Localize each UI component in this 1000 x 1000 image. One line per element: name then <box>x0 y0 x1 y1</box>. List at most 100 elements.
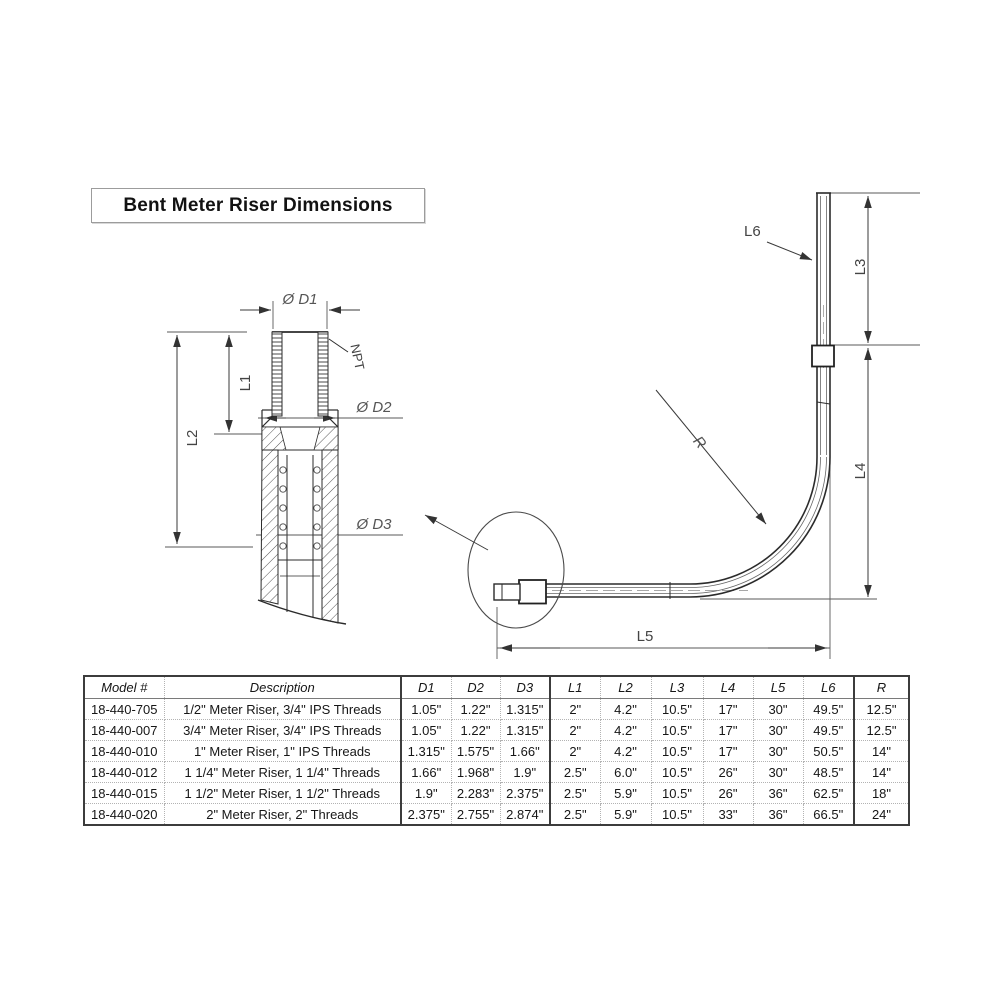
cell-l1: 2" <box>550 740 601 762</box>
dim-label-r: R <box>689 433 709 452</box>
cell-l3: 10.5" <box>651 719 704 741</box>
cell-model: 18-440-020 <box>84 803 165 825</box>
cell-l2: 5.9" <box>600 803 652 825</box>
cell-l1: 2" <box>550 698 601 720</box>
cell-d2: 2.755" <box>451 803 501 825</box>
column-header-l3: L3 <box>651 676 704 699</box>
cell-l4: 26" <box>703 761 754 783</box>
column-header-l5: L5 <box>753 676 804 699</box>
cell-l6: 50.5" <box>803 740 855 762</box>
cell-l4: 17" <box>703 740 754 762</box>
cell-description: 2" Meter Riser, 2" Threads <box>164 803 402 825</box>
cell-l5: 30" <box>753 719 804 741</box>
dim-label-l6: L6 <box>744 223 761 240</box>
cell-r: 18" <box>854 782 909 804</box>
cell-r: 14" <box>854 761 909 783</box>
cell-d3: 2.375" <box>500 782 551 804</box>
detail-extension-lines <box>165 301 403 548</box>
column-header-d2: D2 <box>451 676 501 699</box>
cell-l6: 49.5" <box>803 698 855 720</box>
cell-description: 1 1/2" Meter Riser, 1 1/2" Threads <box>164 782 402 804</box>
spec-table-container: Model # Description D1 D2 D3 L1 L2 L3 L4… <box>83 675 910 826</box>
cell-d3: 1.315" <box>500 719 551 741</box>
column-header-l6: L6 <box>803 676 855 699</box>
cell-l2: 4.2" <box>600 698 652 720</box>
cell-l6: 48.5" <box>803 761 855 783</box>
table-row: 18-440-007 3/4" Meter Riser, 3/4" IPS Th… <box>84 719 909 741</box>
cell-l3: 10.5" <box>651 698 704 720</box>
cell-description: 1" Meter Riser, 1" IPS Threads <box>164 740 402 762</box>
column-header-l1: L1 <box>550 676 601 699</box>
page-title: Bent Meter Riser Dimensions <box>123 194 393 216</box>
cell-d2: 1.22" <box>451 698 501 720</box>
cell-l5: 30" <box>753 698 804 720</box>
cell-d2: 2.283" <box>451 782 501 804</box>
cell-l6: 49.5" <box>803 719 855 741</box>
cell-model: 18-440-007 <box>84 719 165 741</box>
cell-d1: 1.05" <box>401 719 452 741</box>
table-row: 18-440-705 1/2" Meter Riser, 3/4" IPS Th… <box>84 698 909 720</box>
column-header-description: Description <box>164 676 402 699</box>
cell-r: 24" <box>871 806 892 822</box>
cell-d3: 1.9" <box>500 761 551 783</box>
cell-d2: 1.575" <box>451 740 501 762</box>
cell-description: 3/4" Meter Riser, 3/4" IPS Threads <box>164 719 402 741</box>
cell-d2: 1.22" <box>451 719 501 741</box>
header-row: Model # Description D1 D2 D3 L1 L2 L3 L4… <box>84 676 909 699</box>
cell-d3: 1.66" <box>500 740 551 762</box>
cell-r: 14" <box>854 740 909 762</box>
detail-pipe-outline <box>257 331 349 625</box>
cell-l3: 10.5" <box>651 761 704 783</box>
riser-dimension-arrows <box>424 196 872 652</box>
cell-l1: 2.5" <box>550 803 601 825</box>
cell-d1: 1.05" <box>401 698 452 720</box>
dim-label-npt: NPT <box>347 343 367 372</box>
cell-l6: 66.5" <box>803 803 855 825</box>
title-box: Bent Meter Riser Dimensions <box>91 188 425 223</box>
cell-l1: 2.5" <box>550 761 601 783</box>
cell-model: 18-440-705 <box>84 698 165 720</box>
cell-description: 1/2" Meter Riser, 3/4" IPS Threads <box>164 698 402 720</box>
riser-pipe-outline <box>493 192 835 605</box>
dim-label-l4: L4 <box>852 463 869 480</box>
dim-label-d3: Ø D3 <box>355 516 392 533</box>
cell-d1: 1.9" <box>401 782 452 804</box>
table-row: 18-440-020 2" Meter Riser, 2" Threads 2.… <box>84 803 909 825</box>
cell-d3: 2.874" <box>500 803 551 825</box>
cell-d3: 1.315" <box>500 698 551 720</box>
cell-l3: 10.5" <box>651 740 704 762</box>
detail-spring-coils <box>279 466 321 550</box>
table-row: 18-440-012 1 1/4" Meter Riser, 1 1/4" Th… <box>84 761 909 783</box>
cell-l2: 4.2" <box>600 740 652 762</box>
dim-label-d1: Ø D1 <box>281 291 317 308</box>
cell-r: 12.5" <box>854 719 909 741</box>
cell-l5: 36" <box>753 803 804 825</box>
dim-label-l5: L5 <box>637 628 654 645</box>
cell-d1: 1.315" <box>401 740 452 762</box>
cell-l2: 5.9" <box>600 782 652 804</box>
cell-l2: 6.0" <box>600 761 652 783</box>
detail-drawing: Ø D1 NPT L1 L2 Ø D2 Ø D3 <box>165 291 403 625</box>
cell-l1: 2" <box>550 719 601 741</box>
riser-drawing: L6 L3 L4 R L5 <box>424 192 920 659</box>
dim-label-d2: Ø D2 <box>355 399 392 416</box>
dim-label-l1: L1 <box>237 375 254 392</box>
spec-table: Model # Description D1 D2 D3 L1 L2 L3 L4… <box>83 675 910 826</box>
column-header-l2: L2 <box>600 676 652 699</box>
cell-l4: 17" <box>703 719 754 741</box>
column-header-d1: D1 <box>401 676 452 699</box>
cell-model: 18-440-015 <box>84 782 165 804</box>
cell-l3: 10.5" <box>651 803 704 825</box>
cell-d2: 1.968" <box>451 761 501 783</box>
cell-model: 18-440-012 <box>84 761 165 783</box>
cell-l1: 2.5" <box>550 782 601 804</box>
cell-l4: 17" <box>703 698 754 720</box>
column-header-model: Model # <box>84 676 165 699</box>
riser-centerlines <box>552 305 824 591</box>
cell-l3: 10.5" <box>651 782 704 804</box>
dim-label-l2: L2 <box>184 430 201 447</box>
cell-model: 18-440-010 <box>84 740 165 762</box>
cell-d1: 2.375" <box>401 803 452 825</box>
